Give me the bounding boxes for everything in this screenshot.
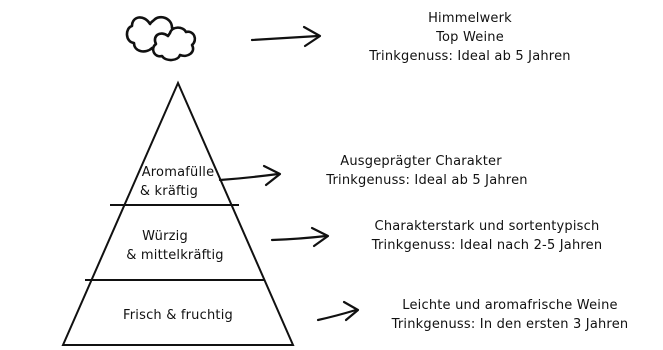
top-description: Himmelwerk Top Weine Trinkgenuss: Ideal … <box>340 9 600 66</box>
tier-1-character: Ausgeprägter Charakter <box>340 154 502 169</box>
tier-2-label: Würzig & mittelkräftig <box>126 229 224 263</box>
tier-2-description: Charakterstark und sortentypisch Trinkge… <box>337 217 637 255</box>
tier-1-label: Aromafülle & kräftig <box>139 165 215 199</box>
top-title: Himmelwerk <box>428 11 512 26</box>
tier-2-character: Charakterstark und sortentypisch <box>374 219 600 234</box>
arrow-right-icon-tier-1 <box>218 164 282 187</box>
tier-3-character: Leichte und aromafrische Weine <box>402 298 618 313</box>
tier-3-description: Leichte und aromafrische Weine Trinkgenu… <box>360 296 660 334</box>
pyramid <box>61 80 295 346</box>
arrow-right-icon-tier-2 <box>270 226 330 248</box>
tier-3-drinking-window: Trinkgenuss: In den ersten 3 Jahren <box>391 317 629 332</box>
tier-3-label: Frisch & fruchtig <box>123 308 233 323</box>
tier-2-drinking-window: Trinkgenuss: Ideal nach 2-5 Jahren <box>371 238 603 253</box>
cloud-icon <box>125 15 197 62</box>
arrow-right-icon-top <box>250 25 322 48</box>
top-subtitle: Top Weine <box>436 30 504 45</box>
arrow-right-icon-tier-3 <box>316 300 360 322</box>
top-drinking-window: Trinkgenuss: Ideal ab 5 Jahren <box>369 49 571 64</box>
tier-1-drinking-window: Trinkgenuss: Ideal ab 5 Jahren <box>326 173 528 188</box>
tier-1-description: Ausgeprägter Charakter Trinkgenuss: Idea… <box>287 152 567 190</box>
